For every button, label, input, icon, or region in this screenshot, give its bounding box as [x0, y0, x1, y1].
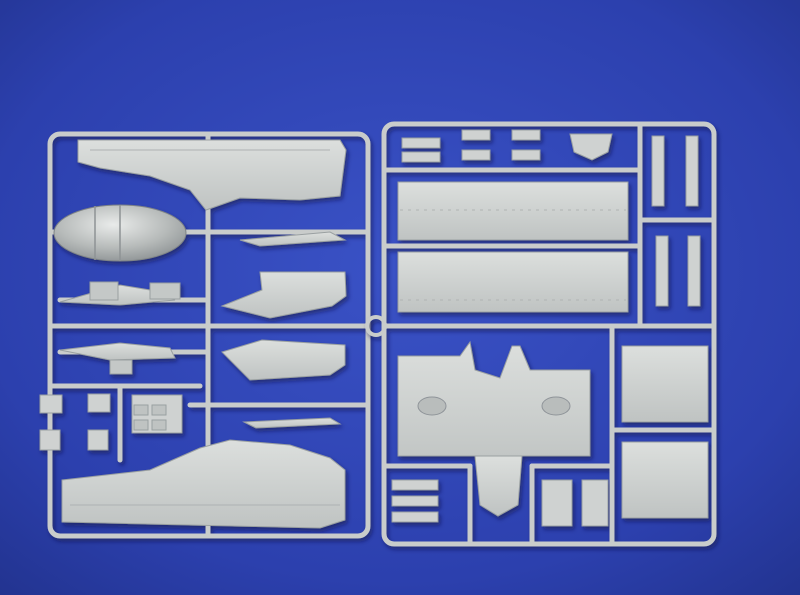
- fuselage-half-upper: [77, 139, 347, 211]
- small-parts-bottom-right: [391, 479, 609, 527]
- right-sprue: [365, 121, 717, 547]
- flap-panel-upper: [621, 345, 709, 423]
- right-sprue-frame: [381, 121, 717, 547]
- small-part-2: [149, 282, 181, 300]
- tailplane-part-2: [59, 342, 176, 361]
- strut-part-1: [239, 231, 347, 247]
- fuselage-half-lower: [61, 439, 346, 529]
- small-parts-top-right: [401, 129, 613, 163]
- small-parts-cluster: [39, 393, 183, 451]
- ventral-fin: [474, 455, 523, 517]
- small-part-1: [89, 281, 119, 301]
- flap-panel-lower: [621, 441, 709, 519]
- left-sprue: [39, 131, 371, 539]
- wing-panel-upper: [397, 181, 629, 241]
- nacelle-part-1: [220, 271, 347, 319]
- struts-right: [651, 135, 701, 307]
- small-part-3: [109, 359, 133, 375]
- nacelle-part-2: [221, 339, 346, 381]
- strut-part-2: [242, 417, 342, 429]
- sprue-gate: [365, 315, 387, 337]
- wing-panel-lower: [397, 251, 629, 313]
- wheel-well-right: [541, 396, 571, 416]
- wheel-well-left: [417, 396, 447, 416]
